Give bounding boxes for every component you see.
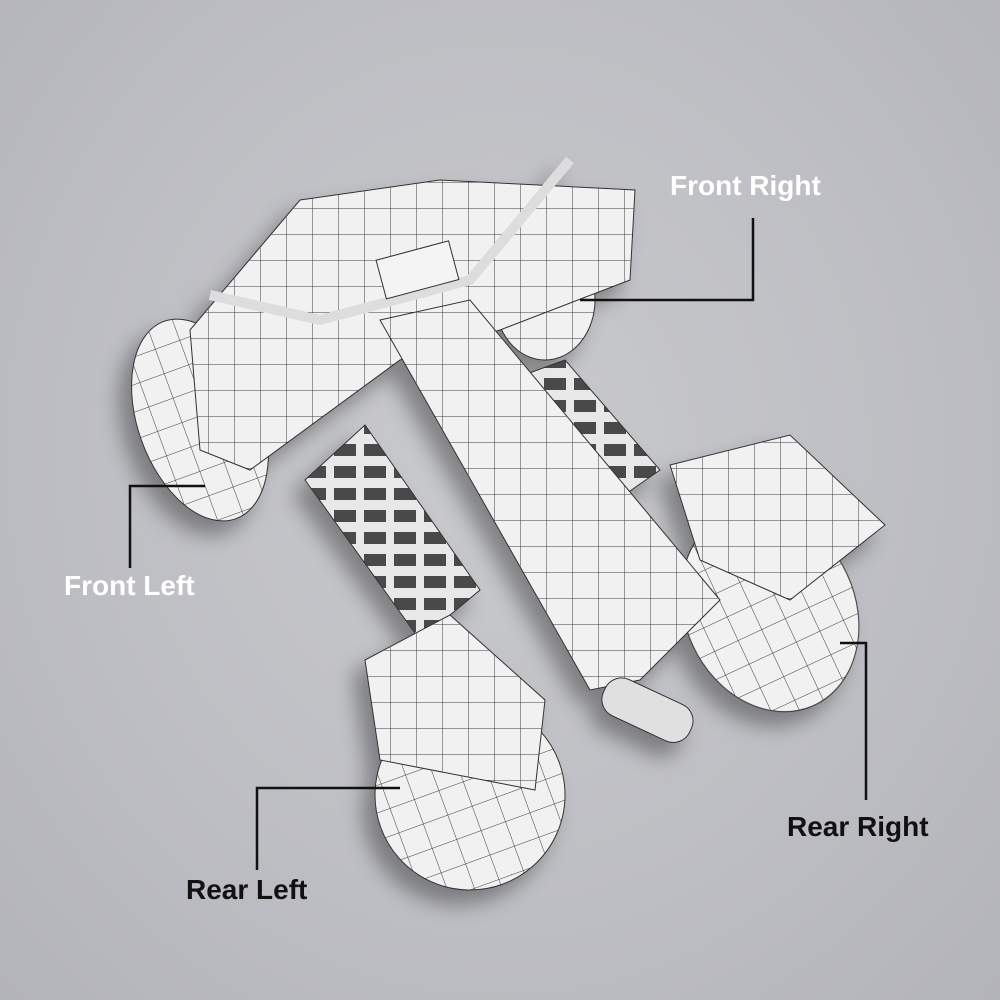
left-footrest: [304, 424, 481, 641]
label-rear-left: Rear Left: [186, 874, 308, 905]
label-front-left: Front Left: [64, 570, 195, 601]
label-front-right: Front Right: [670, 170, 821, 201]
rear-left-fender: [364, 614, 546, 791]
headlight: [375, 240, 460, 300]
label-rear-right: Rear Right: [787, 811, 929, 842]
atv-model: [131, 156, 886, 891]
handlebar: [208, 156, 574, 326]
seat: [379, 299, 721, 691]
front-right-leader-line: [580, 218, 755, 302]
rear-right-fender: [669, 434, 886, 601]
rear-right-leader-line: [840, 641, 868, 800]
front-left-leader-line: [128, 484, 205, 568]
rear-left-leader-line: [255, 786, 400, 870]
exhaust: [601, 677, 694, 743]
